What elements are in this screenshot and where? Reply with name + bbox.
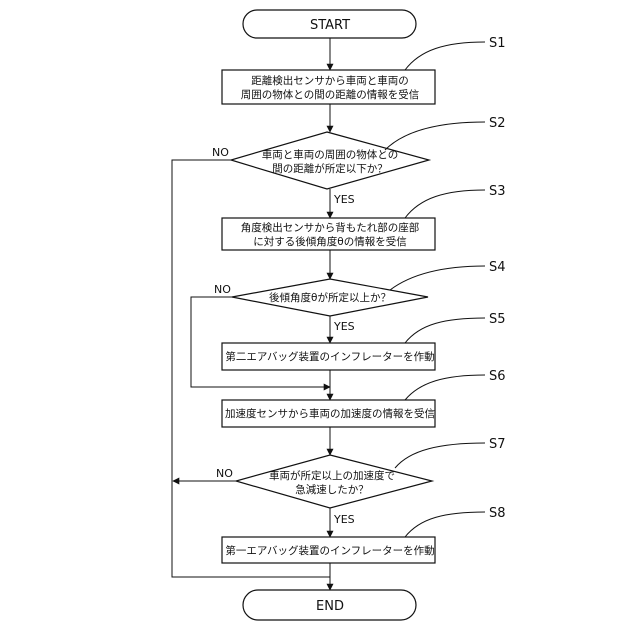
s5-leader bbox=[405, 318, 485, 343]
s7-no-label: NO bbox=[216, 467, 233, 480]
s3-step-id: S3 bbox=[489, 184, 506, 199]
s7-text-line-2: 急減速したか？ bbox=[295, 483, 369, 496]
s1-leader bbox=[405, 42, 485, 70]
s2-text-line-1: 車両と車両の周囲の物体との bbox=[262, 148, 398, 161]
s2-step-id: S2 bbox=[489, 116, 506, 131]
s2-yes-label: YES bbox=[333, 193, 355, 206]
start-label: START bbox=[310, 18, 350, 33]
s4-leader bbox=[390, 266, 485, 290]
connector-s4-no bbox=[191, 297, 330, 387]
s6-step-id: S6 bbox=[489, 369, 506, 384]
s7-text-line-1: 車両が所定以上の加速度で bbox=[269, 469, 395, 482]
s5-step-id: S5 bbox=[489, 312, 506, 327]
end-label: END bbox=[316, 599, 344, 614]
s4-text-line-1: 後傾角度θが所定以上か？ bbox=[269, 291, 391, 304]
s1-text-line-1: 距離検出センサから車両と車両の bbox=[251, 74, 409, 87]
s2-leader bbox=[385, 122, 485, 150]
s8-text-line-1: 第一エアバッグ装置のインフレーターを作動 bbox=[225, 544, 434, 557]
s8-leader bbox=[405, 512, 485, 537]
s7-step-id: S7 bbox=[489, 437, 506, 452]
s3-text-line-1: 角度検出センサから背もたれ部の座部 bbox=[241, 221, 420, 234]
s8-step-id: S8 bbox=[489, 506, 506, 521]
s2-text-line-2: 間の距離が所定以下か？ bbox=[272, 162, 388, 175]
s2-no-label: NO bbox=[212, 146, 229, 159]
s5-text-line-1: 第二エアバッグ装置のインフレーターを作動 bbox=[225, 350, 434, 363]
s1-step-id: S1 bbox=[489, 36, 506, 51]
s3-leader bbox=[405, 190, 485, 218]
s7-leader bbox=[395, 443, 485, 468]
s1-text-line-2: 周囲の物体との間の距離の情報を受信 bbox=[241, 88, 419, 101]
s4-step-id: S4 bbox=[489, 260, 506, 275]
s3-text-line-2: に対する後傾角度θの情報を受信 bbox=[253, 235, 406, 248]
s6-leader bbox=[405, 375, 485, 400]
s4-no-label: NO bbox=[214, 283, 231, 296]
s4-yes-label: YES bbox=[333, 320, 355, 333]
s6-text-line-1: 加速度センサから車両の加速度の情報を受信 bbox=[225, 407, 435, 420]
s7-yes-label: YES bbox=[333, 513, 355, 526]
